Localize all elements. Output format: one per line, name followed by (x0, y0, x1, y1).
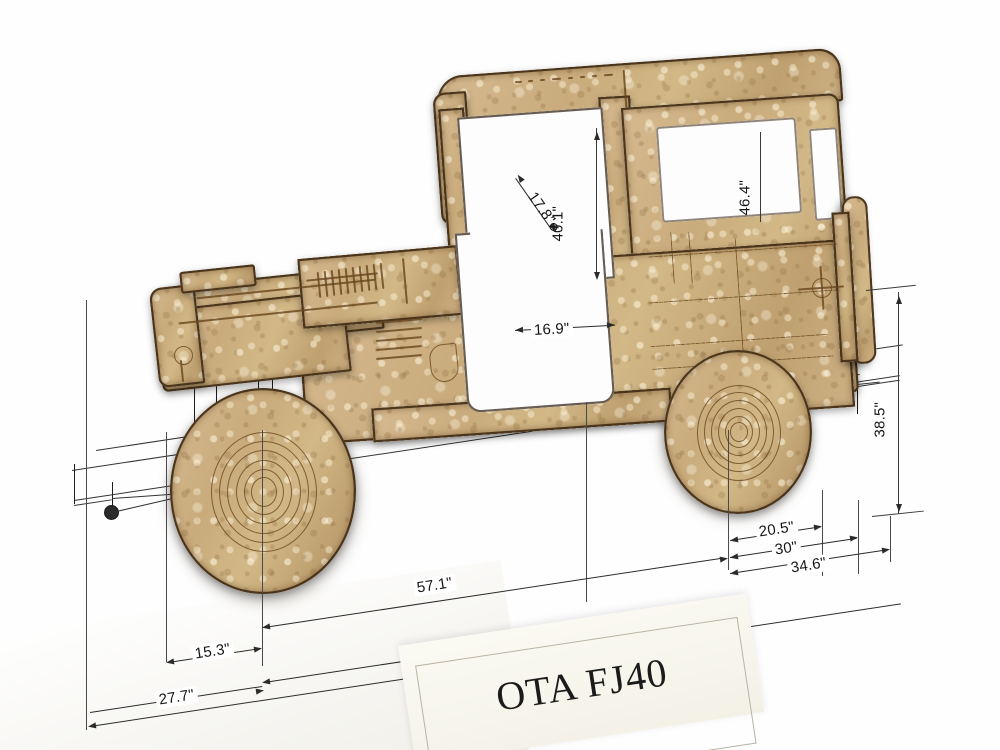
dimension-label-16-9: 16.9" (530, 319, 573, 339)
cowl-panel (297, 245, 463, 329)
dimension-label-38-5: 38.5" (871, 398, 889, 441)
dimension-label-40-1: 40.1" (549, 205, 567, 242)
dimension-label-46-4: 46.4" (736, 179, 754, 216)
door-window-opening (461, 111, 609, 239)
rear-window-opening (655, 117, 803, 223)
front-wheel (170, 388, 356, 594)
door-opening (454, 222, 616, 414)
headlight-etching (174, 346, 193, 365)
